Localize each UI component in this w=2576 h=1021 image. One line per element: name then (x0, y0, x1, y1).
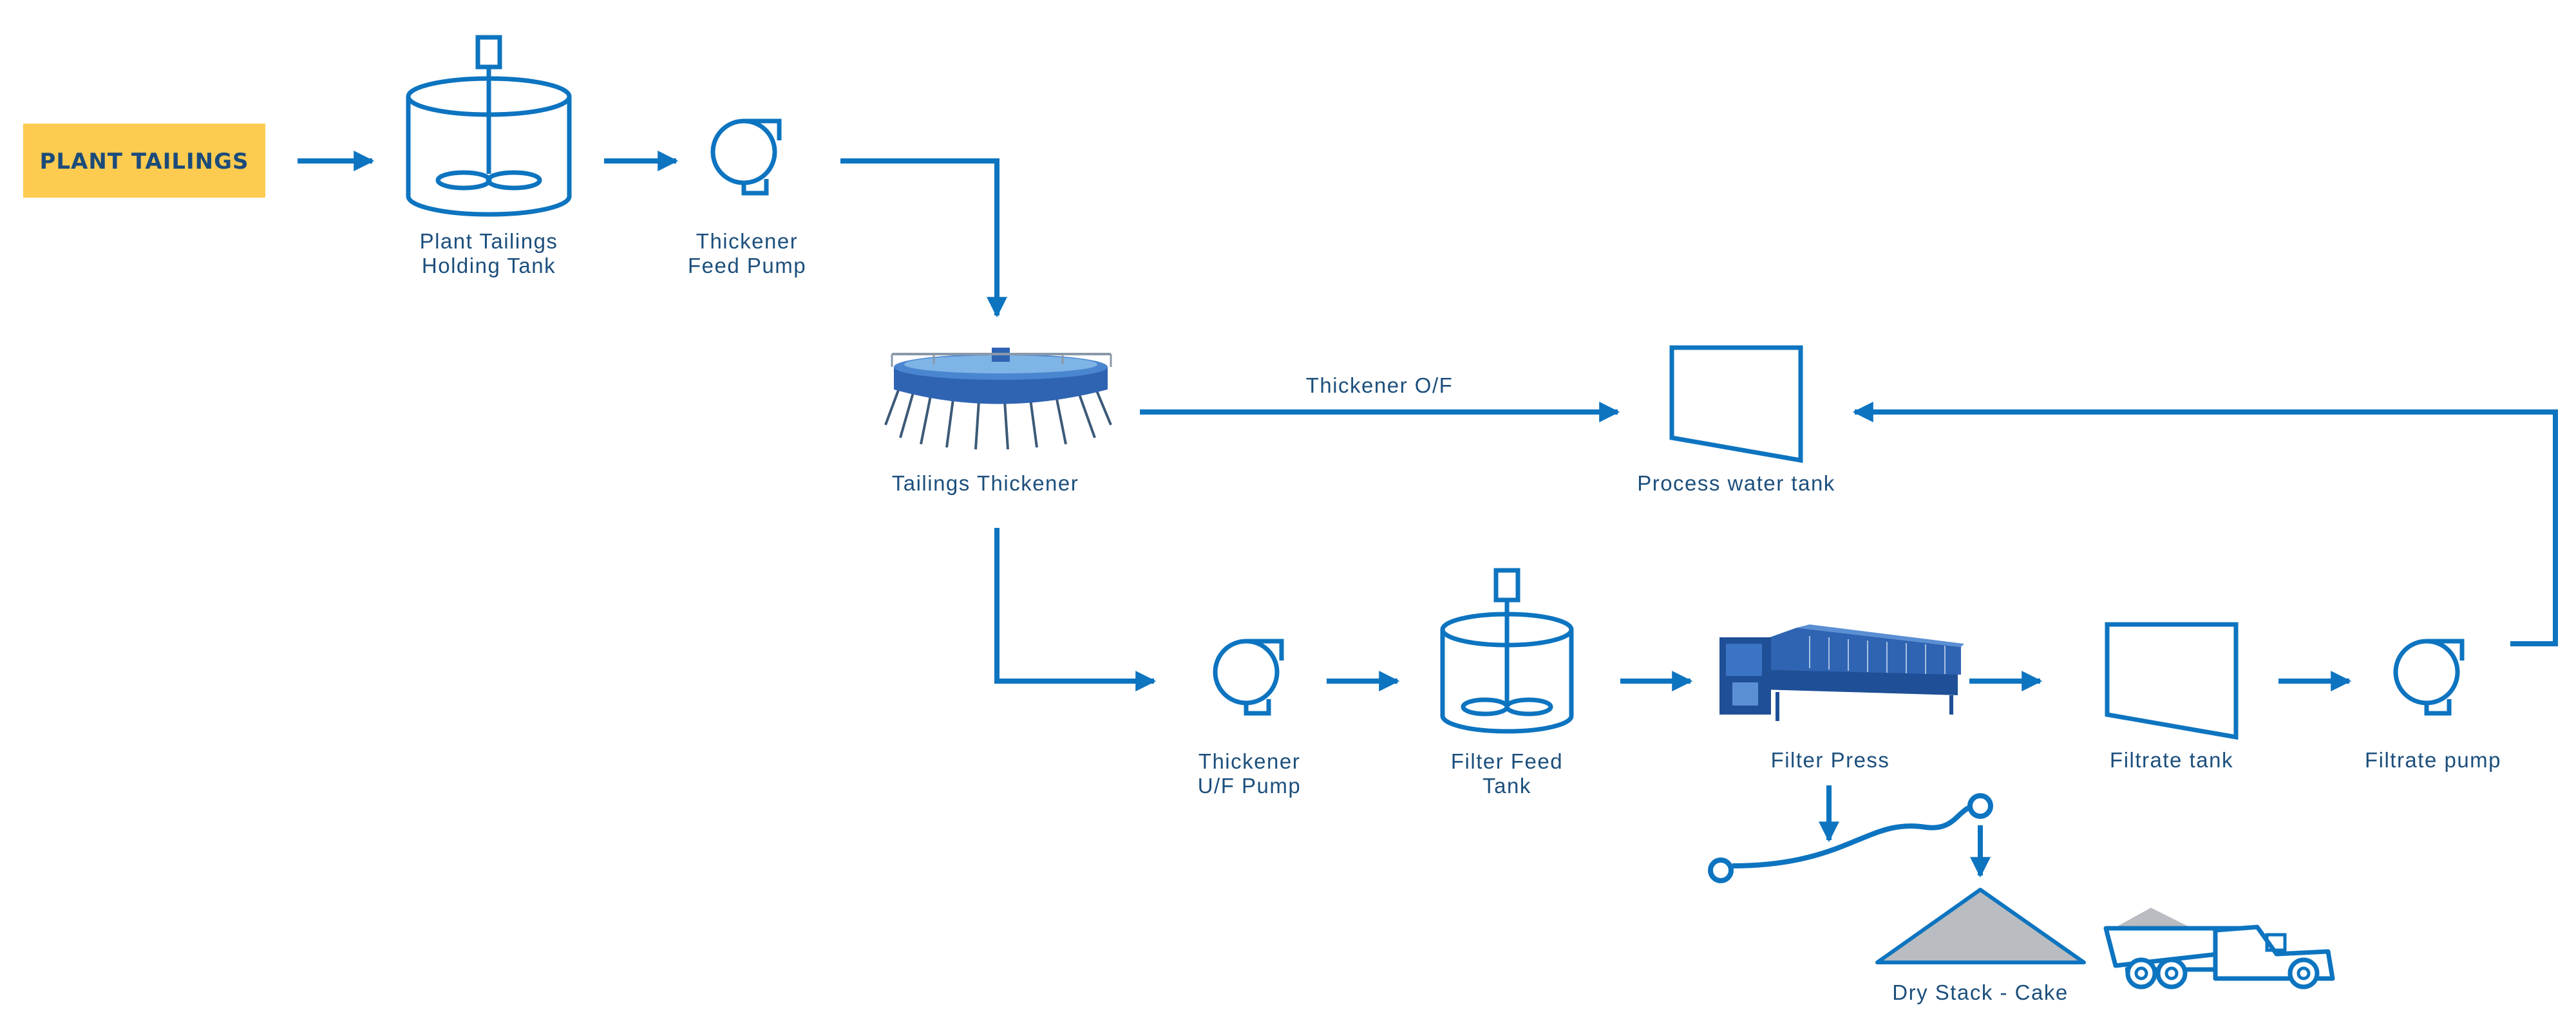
plant-tailings-badge: PLANT TAILINGS (23, 124, 265, 198)
tank-icon (1669, 345, 1803, 464)
holding-tank-label-line1: Plant Tailings (420, 229, 558, 253)
filter-feed-tank-label-line2: Tank (1482, 774, 1531, 798)
pump-icon (2393, 639, 2465, 716)
tank-icon (2105, 622, 2239, 740)
flow-lines (298, 151, 2558, 878)
flow-arrow-thickener-to-uf-pump (994, 528, 1157, 691)
thickener-label: Tailings Thickener (892, 471, 1079, 495)
filter-press-label: Filter Press (1771, 748, 1890, 772)
flow-arrow-feed-pump-to-thickener (840, 158, 1007, 318)
filtrate-pump-label: Filtrate pump (2365, 748, 2501, 772)
process-water-tank[interactable]: Process water tank (1637, 345, 1835, 495)
thickener-icon (884, 348, 1112, 450)
uf-pump-label-line2: U/F Pump (1198, 774, 1302, 798)
conveyor[interactable] (1708, 793, 1993, 883)
plant-tailings-label: PLANT TAILINGS (39, 149, 249, 174)
conveyor-icon (1708, 793, 1993, 883)
agitated-tank-icon (406, 35, 572, 217)
uf-pump-label-line1: Thickener (1198, 749, 1300, 773)
filter-press-icon (1719, 624, 1964, 721)
feed-pump-label-line1: Thickener (696, 229, 798, 253)
dry-stack-label: Dry Stack - Cake (1892, 980, 2068, 1004)
pump-icon (710, 118, 782, 196)
tailings-thickener[interactable]: Tailings Thickener (884, 348, 1112, 495)
feed-pump[interactable]: Thickener Feed Pump (688, 118, 806, 277)
stockpile-icon (1875, 888, 2086, 964)
pump-icon (1213, 639, 1284, 716)
dump-truck-icon (2103, 908, 2335, 989)
holding-tank[interactable]: Plant Tailings Holding Tank (406, 35, 572, 277)
filter-press[interactable]: Filter Press (1719, 624, 1964, 772)
filtrate-tank[interactable]: Filtrate tank (2105, 622, 2239, 772)
filtrate-pump[interactable]: Filtrate pump (2365, 639, 2501, 772)
uf-pump[interactable]: Thickener U/F Pump (1198, 639, 1302, 798)
dump-truck[interactable] (2103, 908, 2335, 989)
dry-stack[interactable]: Dry Stack - Cake (1875, 888, 2086, 1004)
agitated-tank-icon (1440, 568, 1574, 734)
filtrate-tank-label: Filtrate tank (2110, 748, 2233, 772)
process-water-tank-label: Process water tank (1637, 471, 1835, 495)
thickener-overflow-label: Thickener O/F (1306, 373, 1454, 397)
holding-tank-label-line2: Holding Tank (422, 254, 556, 277)
filter-feed-tank-label-line1: Filter Feed (1451, 749, 1563, 773)
feed-pump-label-line2: Feed Pump (688, 254, 806, 277)
flow-arrow-filtrate-pump-return (1852, 402, 2558, 646)
filter-feed-tank[interactable]: Filter Feed Tank (1440, 568, 1574, 798)
